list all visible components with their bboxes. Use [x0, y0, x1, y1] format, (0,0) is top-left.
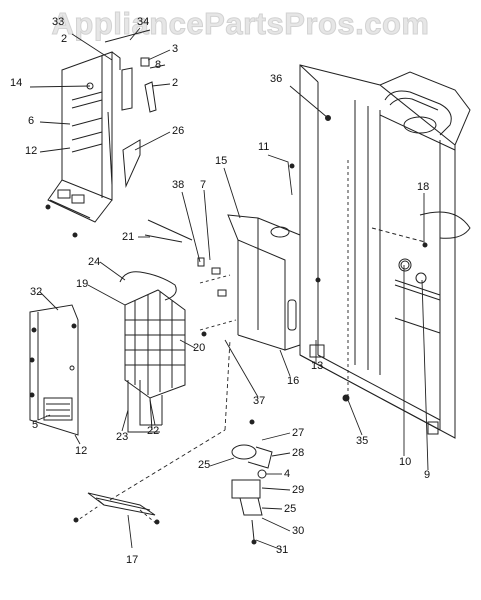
evaporator-coil [120, 272, 185, 432]
watermark: AppliancePartsPros.com [51, 6, 430, 42]
callout-14: 14 [10, 77, 23, 89]
callout-22: 22 [147, 425, 160, 437]
callout-13: 13 [311, 360, 324, 372]
callout-27: 27 [292, 427, 305, 439]
rod-38 [148, 220, 192, 240]
callout-12: 12 [75, 445, 88, 457]
callout-38: 38 [172, 179, 185, 191]
leader-lines [30, 28, 428, 550]
fan-shroud-bracket [198, 215, 300, 350]
callout-30: 30 [292, 525, 305, 537]
callout-29: 29 [292, 484, 305, 496]
callout-9: 9 [424, 469, 431, 481]
cabinet [300, 65, 470, 438]
screws [30, 116, 427, 545]
callout-10: 10 [399, 456, 412, 468]
callout-21: 21 [122, 231, 135, 243]
access-panel [30, 305, 78, 435]
callout-6: 6 [28, 115, 35, 127]
drain-trough [88, 493, 155, 515]
callout-11: 11 [258, 141, 270, 153]
callout-18: 18 [417, 181, 430, 193]
fan-motor-assembly [232, 445, 272, 540]
callout-8: 8 [155, 59, 162, 71]
callout-31: 31 [276, 544, 289, 556]
evaporator-cover-panel [48, 52, 120, 222]
callout-2: 2 [61, 33, 68, 45]
callout-2: 2 [172, 77, 179, 89]
callout-35: 35 [356, 435, 369, 447]
callout-23: 23 [116, 431, 129, 443]
callout-19: 19 [76, 278, 89, 290]
callout-12: 12 [25, 145, 38, 157]
callout-24: 24 [88, 256, 101, 268]
rod-21 [145, 235, 182, 242]
callout-25: 25 [198, 459, 211, 471]
callout-5: 5 [32, 419, 39, 431]
callout-34: 34 [137, 16, 150, 28]
callout-36: 36 [270, 73, 283, 85]
callout-3: 3 [172, 43, 179, 55]
callout-17: 17 [126, 554, 139, 566]
callout-33: 33 [52, 16, 65, 28]
callout-15: 15 [215, 155, 228, 167]
callout-32: 32 [30, 286, 43, 298]
callout-28: 28 [292, 447, 305, 459]
callout-26: 26 [172, 125, 185, 137]
upper-brackets [105, 30, 156, 186]
callout-37: 37 [253, 395, 266, 407]
callout-20: 20 [193, 342, 206, 354]
callout-25: 25 [284, 503, 297, 515]
callout-7: 7 [200, 179, 207, 191]
callout-16: 16 [287, 375, 300, 387]
callout-4: 4 [284, 468, 291, 480]
